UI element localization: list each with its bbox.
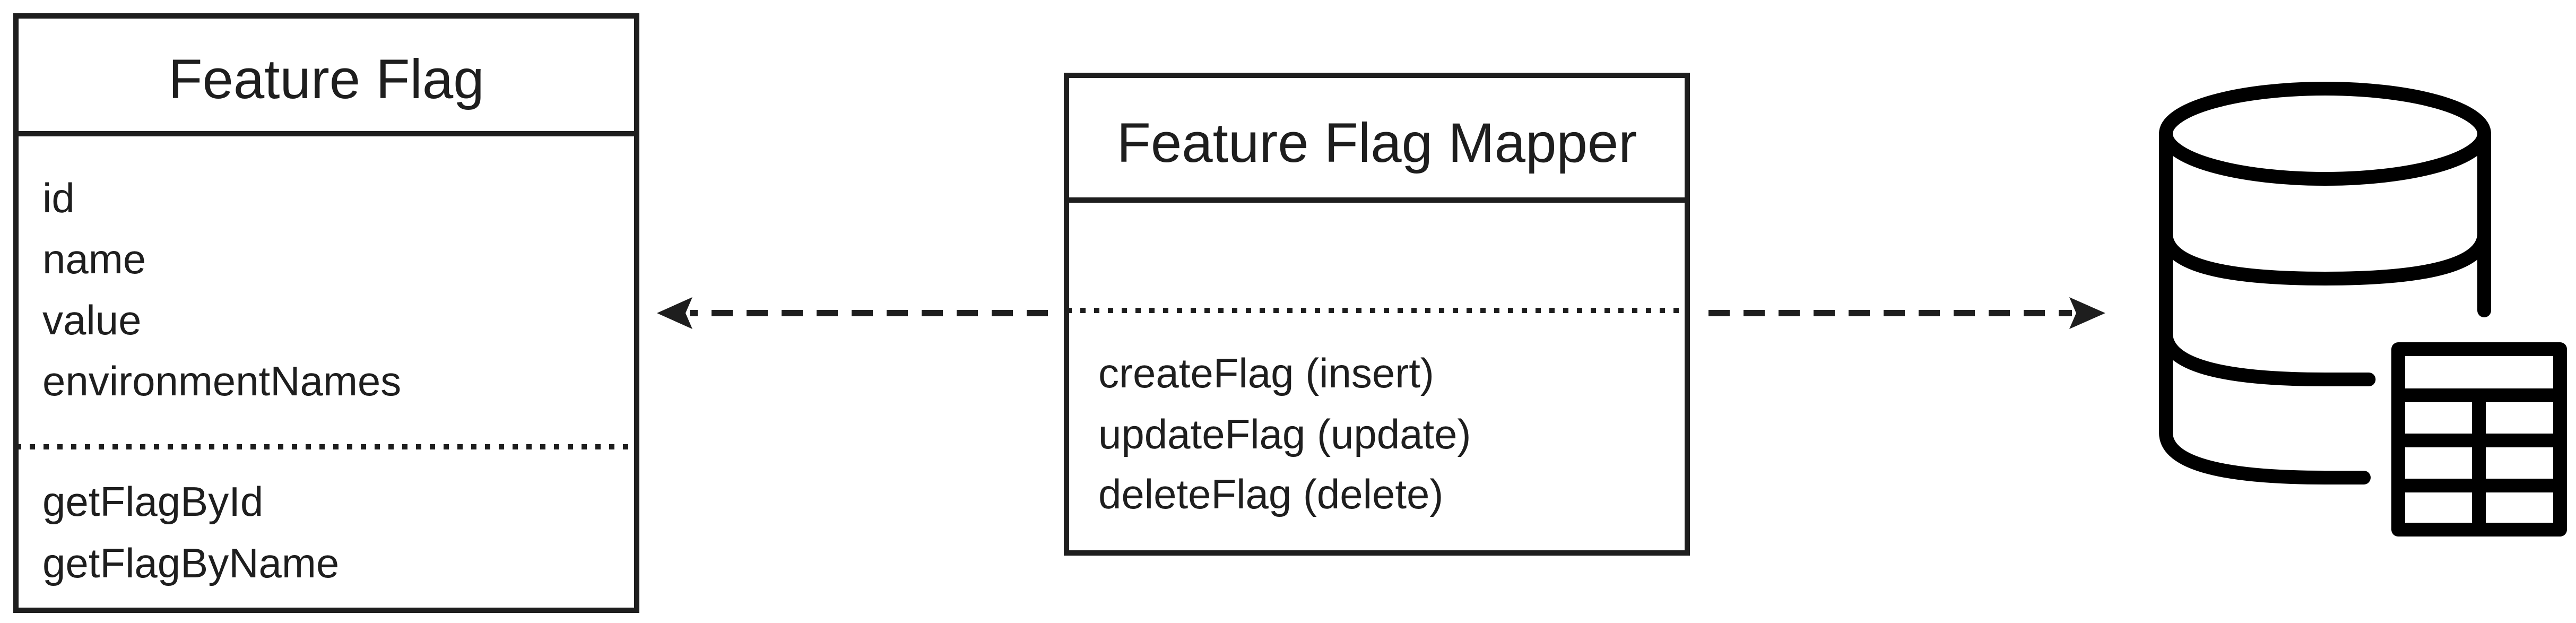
feature-flag-mapper-class: Feature Flag Mapper createFlag (insert) … — [1064, 73, 1690, 556]
feature-flag-class: Feature Flag id name value environmentNa… — [13, 13, 639, 613]
mapper-to-database-arrow — [1708, 297, 2105, 329]
feature-flag-attribute: name — [42, 236, 146, 282]
feature-flag-mapper-method: updateFlag (update) — [1098, 411, 1471, 457]
feature-flag-attribute: value — [42, 297, 141, 343]
feature-flag-attribute: environmentNames — [42, 358, 401, 404]
feature-flag-method: getFlagById — [42, 478, 263, 525]
mapper-to-feature-flag-arrow — [657, 297, 1048, 329]
feature-flag-mapper-method: deleteFlag (delete) — [1098, 471, 1443, 517]
feature-flag-mapper-method: createFlag (insert) — [1098, 350, 1434, 396]
feature-flag-method: getFlagByName — [42, 540, 339, 586]
arrow-head — [657, 297, 692, 329]
feature-flag-mapper-title: Feature Flag Mapper — [1117, 112, 1637, 174]
feature-flag-title: Feature Flag — [168, 48, 484, 110]
database-table-icon — [2159, 82, 2567, 537]
arrow-head — [2069, 297, 2105, 329]
feature-flag-attribute: id — [42, 175, 75, 221]
feature-flag-frame — [13, 13, 639, 613]
feature-flag-mapper-frame — [1064, 73, 1690, 556]
